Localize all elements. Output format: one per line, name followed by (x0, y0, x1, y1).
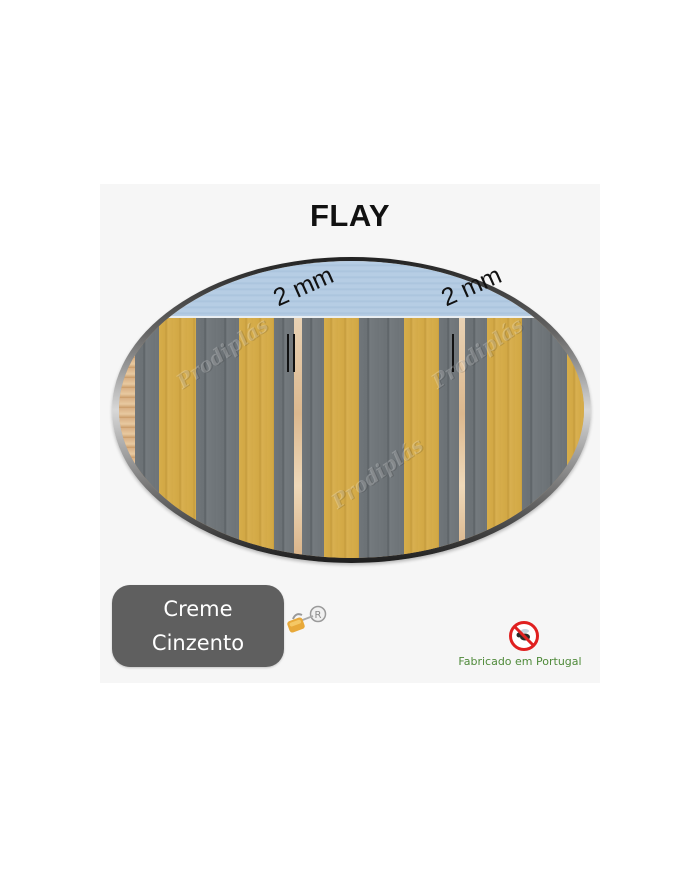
curtain-strip-gray (522, 318, 567, 558)
product-title: FLAY (309, 198, 391, 233)
svg-text:R: R (315, 610, 322, 621)
curtain-strip-yellow (324, 318, 359, 558)
curtain-strip-gray (135, 318, 159, 558)
curtain-strip-yellow (239, 318, 274, 558)
curtain-strip-yellow (567, 318, 584, 558)
made-in-portugal-label: Fabricado em Portugal (458, 655, 582, 668)
product-panel: FLAY Prodiplás Prodiplás Prodiplás 2 mm … (100, 184, 600, 683)
curtain-preview: Prodiplás Prodiplás Prodiplás (119, 261, 584, 558)
curtain-strip-gray (196, 318, 239, 558)
curtain-strips (119, 318, 584, 558)
gap-marker-right (452, 334, 454, 372)
product-preview-oval: Prodiplás Prodiplás Prodiplás (112, 257, 591, 563)
curtain-strip-gray (274, 318, 294, 558)
color-options-badge: Creme Cinzento (112, 585, 284, 667)
curtain-strip-gap (459, 318, 465, 558)
no-flies-icon (509, 621, 539, 651)
sky-band (119, 261, 584, 318)
padlock-registered-icon: R (287, 605, 327, 633)
curtain-strip-beige (119, 318, 135, 558)
gap-marker-left (287, 334, 289, 372)
curtain-strip-gray (465, 318, 487, 558)
curtain-strip-yellow (404, 318, 439, 558)
curtain-strip-gray (359, 318, 404, 558)
color-option-cinzento: Cinzento (151, 631, 245, 655)
color-option-creme: Creme (163, 597, 233, 621)
curtain-strip-yellow (487, 318, 522, 558)
curtain-strip-gray (439, 318, 459, 558)
curtain-strip-gray (302, 318, 324, 558)
curtain-strip-gap (294, 318, 302, 558)
curtain-strip-yellow (159, 318, 196, 558)
gap-marker-left-2 (293, 334, 295, 372)
